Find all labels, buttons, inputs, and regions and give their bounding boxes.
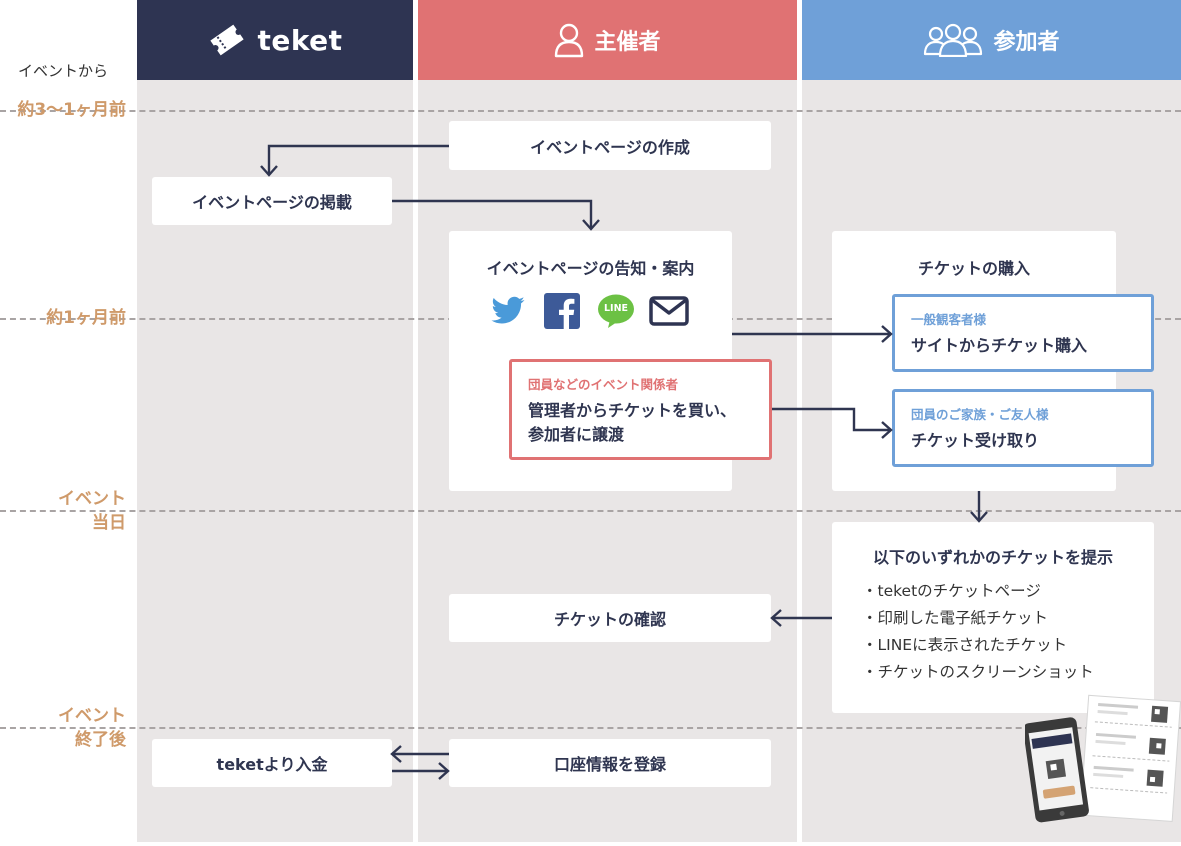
arrow-head [770,609,782,627]
publish-event-page-box: イベントページの掲載 [152,177,392,225]
general-audience-card: 一般観客者様 サイトからチケット購入 [892,294,1154,372]
member-card-line2: 参加者に譲渡 [528,425,625,444]
present-ticket-panel: 以下のいずれかのチケットを提示 ・teketのチケットページ ・印刷した電子紙チ… [832,522,1154,713]
list-item: ・印刷した電子紙チケット [862,609,1049,627]
general-audience-action: サイトからチケット購入 [911,336,1088,355]
ticket-options-list: ・teketのチケットページ ・印刷した電子紙チケット ・LINEに表示されたチ… [862,578,1094,686]
timeline-divider [0,510,1181,512]
member-card: 団員などのイベント関係者 管理者からチケットを買い、 参加者に譲渡 [509,359,772,460]
line-icon: LINE [597,293,635,333]
time-label-after-event-line1: イベント [58,706,126,726]
create-event-page-box: イベントページの作成 [449,121,771,170]
time-label-event-day: イベント 当日 [58,487,126,535]
ticket-logo-icon [207,23,247,57]
arrow-head [881,421,893,439]
time-label-event-day-line1: イベント [58,489,126,509]
time-label-3-1-months: 約3〜1ヶ月前 [17,100,126,120]
twitter-icon [489,293,527,333]
list-item: ・teketのチケットページ [862,582,1041,600]
family-friends-action: チケット受け取り [911,431,1040,450]
register-account-label: 口座情報を登録 [553,755,666,774]
timeline-from-label: イベントから [18,62,109,80]
confirm-ticket-box: チケットの確認 [449,594,771,642]
participant-header-label: 参加者 [993,30,1060,55]
arrow-head [260,165,278,177]
facebook-icon [544,293,580,333]
member-card-category: 団員などのイベント関係者 [528,377,679,392]
general-audience-category: 一般観客者様 [911,312,987,327]
publish-event-page-label: イベントページの掲載 [192,193,352,212]
participant-header: 参加者 [802,0,1181,80]
member-card-line1: 管理者からチケットを買い、 [528,401,737,420]
timeline-divider [0,110,1181,112]
confirm-ticket-label: チケットの確認 [553,610,666,629]
line-icon-text: LINE [603,303,629,314]
share-icons: LINE [489,293,699,329]
arrow-head [881,325,893,343]
teket-header: teket [137,0,413,80]
arrow-head [970,511,988,523]
arrow-member-to-family [772,407,890,432]
list-item: ・チケットのスクリーンショット [862,663,1094,681]
time-label-1-month: 約1ヶ月前 [46,308,126,328]
arrow-head [582,219,600,231]
arrow-head [390,745,402,763]
ticket-illustration [1023,680,1181,846]
payment-box: teketより入金 [152,739,392,787]
time-label-after-event-line2: 終了後 [75,730,126,750]
arrow-create-to-publish [267,144,449,174]
organizer-header: 主催者 [418,0,797,80]
register-account-box: 口座情報を登録 [449,739,771,787]
family-friends-category: 団員のご家族・ご友人様 [911,407,1049,422]
organizer-header-label: 主催者 [594,30,661,55]
teket-header-label: teket [257,23,343,57]
person-icon [554,22,584,58]
arrow-head [438,762,450,780]
purchase-title: チケットの購入 [917,259,1030,278]
announce-title: イベントページの告知・案内 [486,259,695,278]
mail-icon [649,295,689,331]
timeline-divider [0,727,1181,729]
time-label-after-event: イベント 終了後 [58,704,126,752]
group-icon [923,23,983,57]
time-label-event-day-line2: 当日 [92,513,126,533]
payment-label: teketより入金 [216,755,328,774]
create-event-page-label: イベントページの作成 [530,137,690,157]
family-friends-card: 団員のご家族・ご友人様 チケット受け取り [892,389,1154,467]
list-item: ・LINEに表示されたチケット [862,636,1068,654]
arrow-publish-to-announce [392,199,593,228]
present-ticket-title: 以下のいずれかのチケットを提示 [872,548,1113,567]
